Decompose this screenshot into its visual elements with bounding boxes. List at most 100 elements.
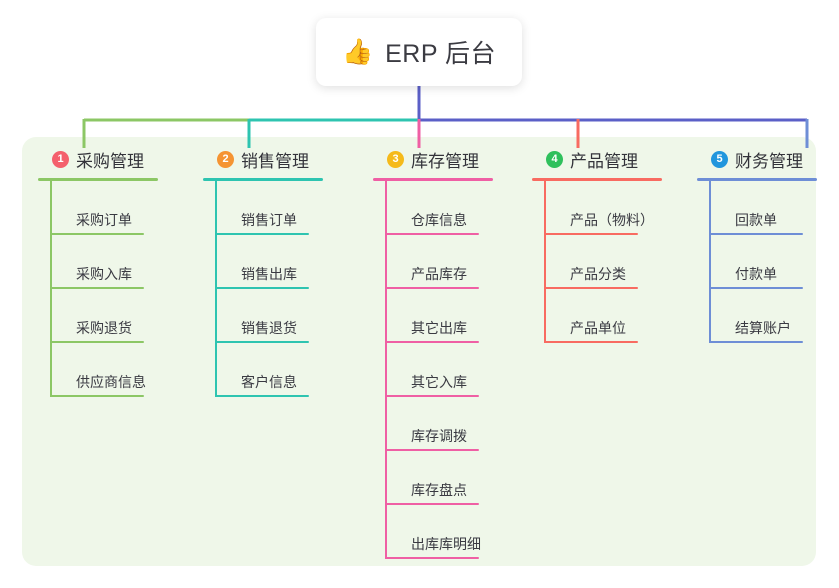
thumbs-up-icon: 👍: [341, 37, 374, 66]
list-item[interactable]: 销售出库: [215, 235, 323, 289]
list-item-underline: [50, 287, 144, 289]
list-item-underline: [385, 503, 479, 505]
list-item-underline: [385, 449, 479, 451]
branch-underline: [532, 178, 662, 181]
list-item[interactable]: 其它出库: [385, 289, 493, 343]
list-item-underline: [50, 395, 144, 397]
branch-spine: [709, 181, 711, 343]
list-item-underline: [385, 395, 479, 397]
branch-header[interactable]: 5 财务管理: [697, 146, 817, 172]
list-item-label: 产品库存: [411, 266, 467, 282]
list-item-underline: [385, 287, 479, 289]
list-item-underline: [709, 287, 803, 289]
branch-title: 产品管理: [570, 151, 638, 171]
branch-title: 销售管理: [241, 151, 309, 171]
branch-spine: [50, 181, 52, 397]
list-item-label: 产品单位: [570, 320, 626, 336]
list-item-label: 产品（物料）: [570, 212, 654, 228]
branch-title: 采购管理: [76, 151, 144, 171]
branch-items: 销售订单 销售出库 销售退货 客户信息: [203, 181, 323, 397]
branch-title: 财务管理: [735, 151, 803, 171]
branch-spine: [544, 181, 546, 343]
list-item[interactable]: 销售退货: [215, 289, 323, 343]
list-item-underline: [215, 233, 309, 235]
branch-underline: [697, 178, 817, 181]
list-item-underline: [215, 395, 309, 397]
branch-items: 仓库信息 产品库存 其它出库 其它入库 库存调拨 库存盘点: [373, 181, 493, 559]
list-item[interactable]: 产品（物料）: [544, 181, 662, 235]
branch-items: 回款单 付款单 结算账户: [697, 181, 817, 343]
list-item-underline: [385, 233, 479, 235]
list-item[interactable]: 其它入库: [385, 343, 493, 397]
branch-items: 产品（物料） 产品分类 产品单位: [532, 181, 662, 343]
list-item-label: 库存盘点: [411, 482, 467, 498]
branch-spine: [385, 181, 387, 559]
list-item[interactable]: 结算账户: [709, 289, 817, 343]
list-item-label: 库存调拨: [411, 428, 467, 444]
list-item-label: 供应商信息: [76, 374, 146, 390]
list-item-label: 结算账户: [735, 320, 791, 336]
list-item[interactable]: 采购订单: [50, 181, 158, 235]
list-item-underline: [544, 233, 638, 235]
list-item[interactable]: 库存调拨: [385, 397, 493, 451]
branches-panel: [22, 137, 816, 566]
list-item[interactable]: 采购退货: [50, 289, 158, 343]
list-item[interactable]: 产品分类: [544, 235, 662, 289]
list-item-label: 采购订单: [76, 212, 132, 228]
branch-column-inventory: 3 库存管理 仓库信息 产品库存 其它出库 其它入库 库存调拨: [373, 146, 493, 559]
list-item[interactable]: 产品库存: [385, 235, 493, 289]
branch-number-badge: 3: [387, 150, 404, 168]
branch-title: 库存管理: [411, 151, 479, 171]
list-item-label: 其它入库: [411, 374, 467, 390]
branch-header[interactable]: 1 采购管理: [38, 146, 158, 172]
branch-header[interactable]: 2 销售管理: [203, 146, 323, 172]
list-item-label: 回款单: [735, 212, 777, 228]
root-node[interactable]: 👍 ERP 后台: [316, 18, 522, 86]
list-item-underline: [709, 341, 803, 343]
branch-column-sales: 2 销售管理 销售订单 销售出库 销售退货 客户信息: [203, 146, 323, 397]
branch-header[interactable]: 3 库存管理: [373, 146, 493, 172]
list-item-label: 付款单: [735, 266, 777, 282]
list-item[interactable]: 采购入库: [50, 235, 158, 289]
list-item-underline: [215, 341, 309, 343]
list-item-underline: [709, 233, 803, 235]
list-item-label: 出库库明细: [411, 536, 481, 552]
list-item-label: 其它出库: [411, 320, 467, 336]
list-item-label: 销售订单: [241, 212, 297, 228]
list-item-label: 采购入库: [76, 266, 132, 282]
list-item[interactable]: 销售订单: [215, 181, 323, 235]
list-item-underline: [385, 557, 479, 559]
list-item[interactable]: 客户信息: [215, 343, 323, 397]
branch-number-badge: 5: [711, 150, 728, 168]
branch-number-badge: 1: [52, 150, 69, 168]
list-item-underline: [215, 287, 309, 289]
list-item[interactable]: 出库库明细: [385, 505, 493, 559]
list-item[interactable]: 回款单: [709, 181, 817, 235]
list-item-label: 销售退货: [241, 320, 297, 336]
branch-column-product: 4 产品管理 产品（物料） 产品分类 产品单位: [532, 146, 662, 343]
list-item-label: 采购退货: [76, 320, 132, 336]
list-item-label: 客户信息: [241, 374, 297, 390]
list-item[interactable]: 仓库信息: [385, 181, 493, 235]
branch-underline: [38, 178, 158, 181]
list-item[interactable]: 产品单位: [544, 289, 662, 343]
list-item-underline: [385, 341, 479, 343]
root-title: ERP 后台: [385, 40, 497, 68]
list-item[interactable]: 库存盘点: [385, 451, 493, 505]
branch-header[interactable]: 4 产品管理: [532, 146, 662, 172]
branch-spine: [215, 181, 217, 397]
list-item-underline: [544, 341, 638, 343]
list-item-label: 产品分类: [570, 266, 626, 282]
branch-underline: [203, 178, 323, 181]
branch-column-finance: 5 财务管理 回款单 付款单 结算账户: [697, 146, 817, 343]
branch-underline: [373, 178, 493, 181]
branch-number-badge: 2: [217, 150, 234, 168]
list-item-underline: [544, 287, 638, 289]
list-item-underline: [50, 341, 144, 343]
list-item-label: 销售出库: [241, 266, 297, 282]
branch-items: 采购订单 采购入库 采购退货 供应商信息: [38, 181, 158, 397]
list-item[interactable]: 付款单: [709, 235, 817, 289]
list-item[interactable]: 供应商信息: [50, 343, 158, 397]
list-item-label: 仓库信息: [411, 212, 467, 228]
